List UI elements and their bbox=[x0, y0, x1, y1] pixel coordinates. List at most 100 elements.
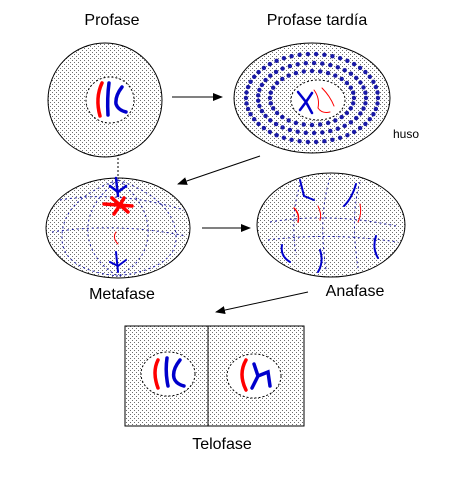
spindle-dot bbox=[345, 58, 350, 63]
spindle-dot bbox=[297, 139, 302, 144]
spindle-dot bbox=[280, 76, 285, 82]
spindle-dot bbox=[363, 95, 369, 101]
cell-profase bbox=[47, 42, 163, 158]
spindle-dot bbox=[363, 121, 368, 127]
label-metafase: Metafase bbox=[89, 286, 155, 303]
spindle-dot bbox=[344, 80, 350, 86]
spindle-dot bbox=[342, 68, 347, 73]
spindle-dot bbox=[280, 125, 285, 130]
spindle-dot bbox=[303, 61, 308, 66]
spindle-dot bbox=[342, 123, 347, 128]
spindle-dot bbox=[363, 90, 368, 95]
spindle-dot bbox=[320, 130, 325, 135]
chromosomes bbox=[96, 81, 128, 118]
spindle-dot bbox=[335, 65, 340, 70]
spindle-dot bbox=[344, 110, 350, 116]
spindle-dot bbox=[363, 69, 368, 75]
spindle-dot bbox=[301, 122, 306, 127]
spindle-dot bbox=[328, 62, 333, 68]
spindle-dot bbox=[357, 125, 363, 131]
spindle-dot bbox=[367, 117, 372, 122]
label-profase-tardia: Profase tardía bbox=[266, 12, 368, 29]
spindle-dot bbox=[351, 90, 356, 95]
spindle-dot bbox=[256, 93, 261, 98]
cell-metafase bbox=[45, 176, 191, 279]
spindle-dot bbox=[311, 60, 317, 66]
cell-telofase bbox=[124, 325, 305, 427]
spindle-dot bbox=[318, 122, 323, 127]
spindle-dot bbox=[348, 120, 354, 125]
spindle-dot bbox=[373, 84, 379, 90]
spindle-dot bbox=[348, 71, 354, 76]
spindle-dot bbox=[305, 51, 311, 57]
chromosomes bbox=[102, 176, 134, 273]
spindle-fibers bbox=[243, 51, 381, 145]
spindle-dot bbox=[322, 139, 327, 144]
spindle-dot bbox=[257, 87, 262, 93]
spindle-dot bbox=[267, 129, 273, 135]
spindle-dot bbox=[263, 113, 268, 119]
spindle-dot bbox=[318, 69, 323, 74]
spindle-dot bbox=[354, 75, 359, 81]
spindle-dot bbox=[373, 106, 379, 112]
cell-profase-tardia bbox=[233, 42, 391, 154]
spindle-dot bbox=[287, 63, 293, 69]
spindle-dot bbox=[268, 90, 273, 95]
spindle-dot bbox=[280, 114, 285, 120]
spindle-dot bbox=[325, 70, 331, 76]
spindle-dot bbox=[261, 125, 267, 131]
spindle-dot bbox=[375, 101, 380, 106]
nuclear-membrane bbox=[226, 353, 282, 399]
spindle-dot bbox=[348, 85, 353, 90]
spindle-dot bbox=[339, 76, 344, 82]
spindle-dot bbox=[274, 133, 279, 138]
cell-anafase bbox=[256, 172, 406, 278]
spindle-dot bbox=[297, 52, 302, 57]
arrow-anafase-to-telofase bbox=[215, 291, 309, 314]
spindle-dot bbox=[286, 73, 291, 78]
spindle-dot bbox=[335, 126, 340, 131]
spindle-dot bbox=[295, 129, 300, 134]
spindle-dot bbox=[361, 106, 366, 111]
spindle-dot bbox=[280, 66, 285, 71]
spindle-dot bbox=[261, 65, 267, 71]
spindle-dot bbox=[295, 62, 300, 67]
spindle-dot bbox=[281, 56, 287, 61]
spindle-dot bbox=[363, 101, 368, 106]
spindle-dot bbox=[313, 139, 319, 145]
spindle-dot bbox=[267, 95, 273, 101]
spindle-dot bbox=[248, 79, 253, 85]
spindle-dot bbox=[337, 135, 343, 140]
spindle-dot bbox=[351, 101, 356, 106]
arrow-tardia-to-metafase bbox=[177, 155, 261, 185]
spindle-dot bbox=[330, 137, 335, 142]
chromosomes bbox=[280, 179, 379, 273]
spindle-dot bbox=[274, 80, 280, 86]
spindle-dot bbox=[274, 110, 280, 116]
spindle-dot bbox=[345, 133, 350, 138]
spindle-fibers bbox=[51, 179, 187, 277]
spindle-dot bbox=[333, 118, 338, 123]
spindle-dot bbox=[357, 65, 363, 71]
spindle-dot bbox=[305, 139, 311, 145]
spindle-dot bbox=[301, 69, 306, 74]
label-profase: Profase bbox=[84, 12, 140, 29]
label-telofase: Telofase bbox=[192, 436, 252, 453]
spindle-dot bbox=[274, 58, 279, 63]
spindle-dot bbox=[351, 95, 357, 101]
spindle-dot bbox=[367, 74, 372, 80]
spindle-dot bbox=[322, 52, 327, 57]
spindle-dot bbox=[268, 73, 273, 78]
spindle-dot bbox=[348, 106, 353, 111]
spindle-dot bbox=[309, 68, 315, 74]
chromosomes bbox=[296, 87, 335, 115]
spindle-dot bbox=[243, 95, 249, 101]
spindle-dot bbox=[252, 117, 257, 122]
spindle-dot bbox=[256, 98, 261, 103]
spindle-dot bbox=[286, 118, 291, 123]
spindle-dot bbox=[361, 85, 366, 90]
spindle-dot bbox=[330, 54, 335, 59]
spindle-dot bbox=[351, 61, 357, 67]
